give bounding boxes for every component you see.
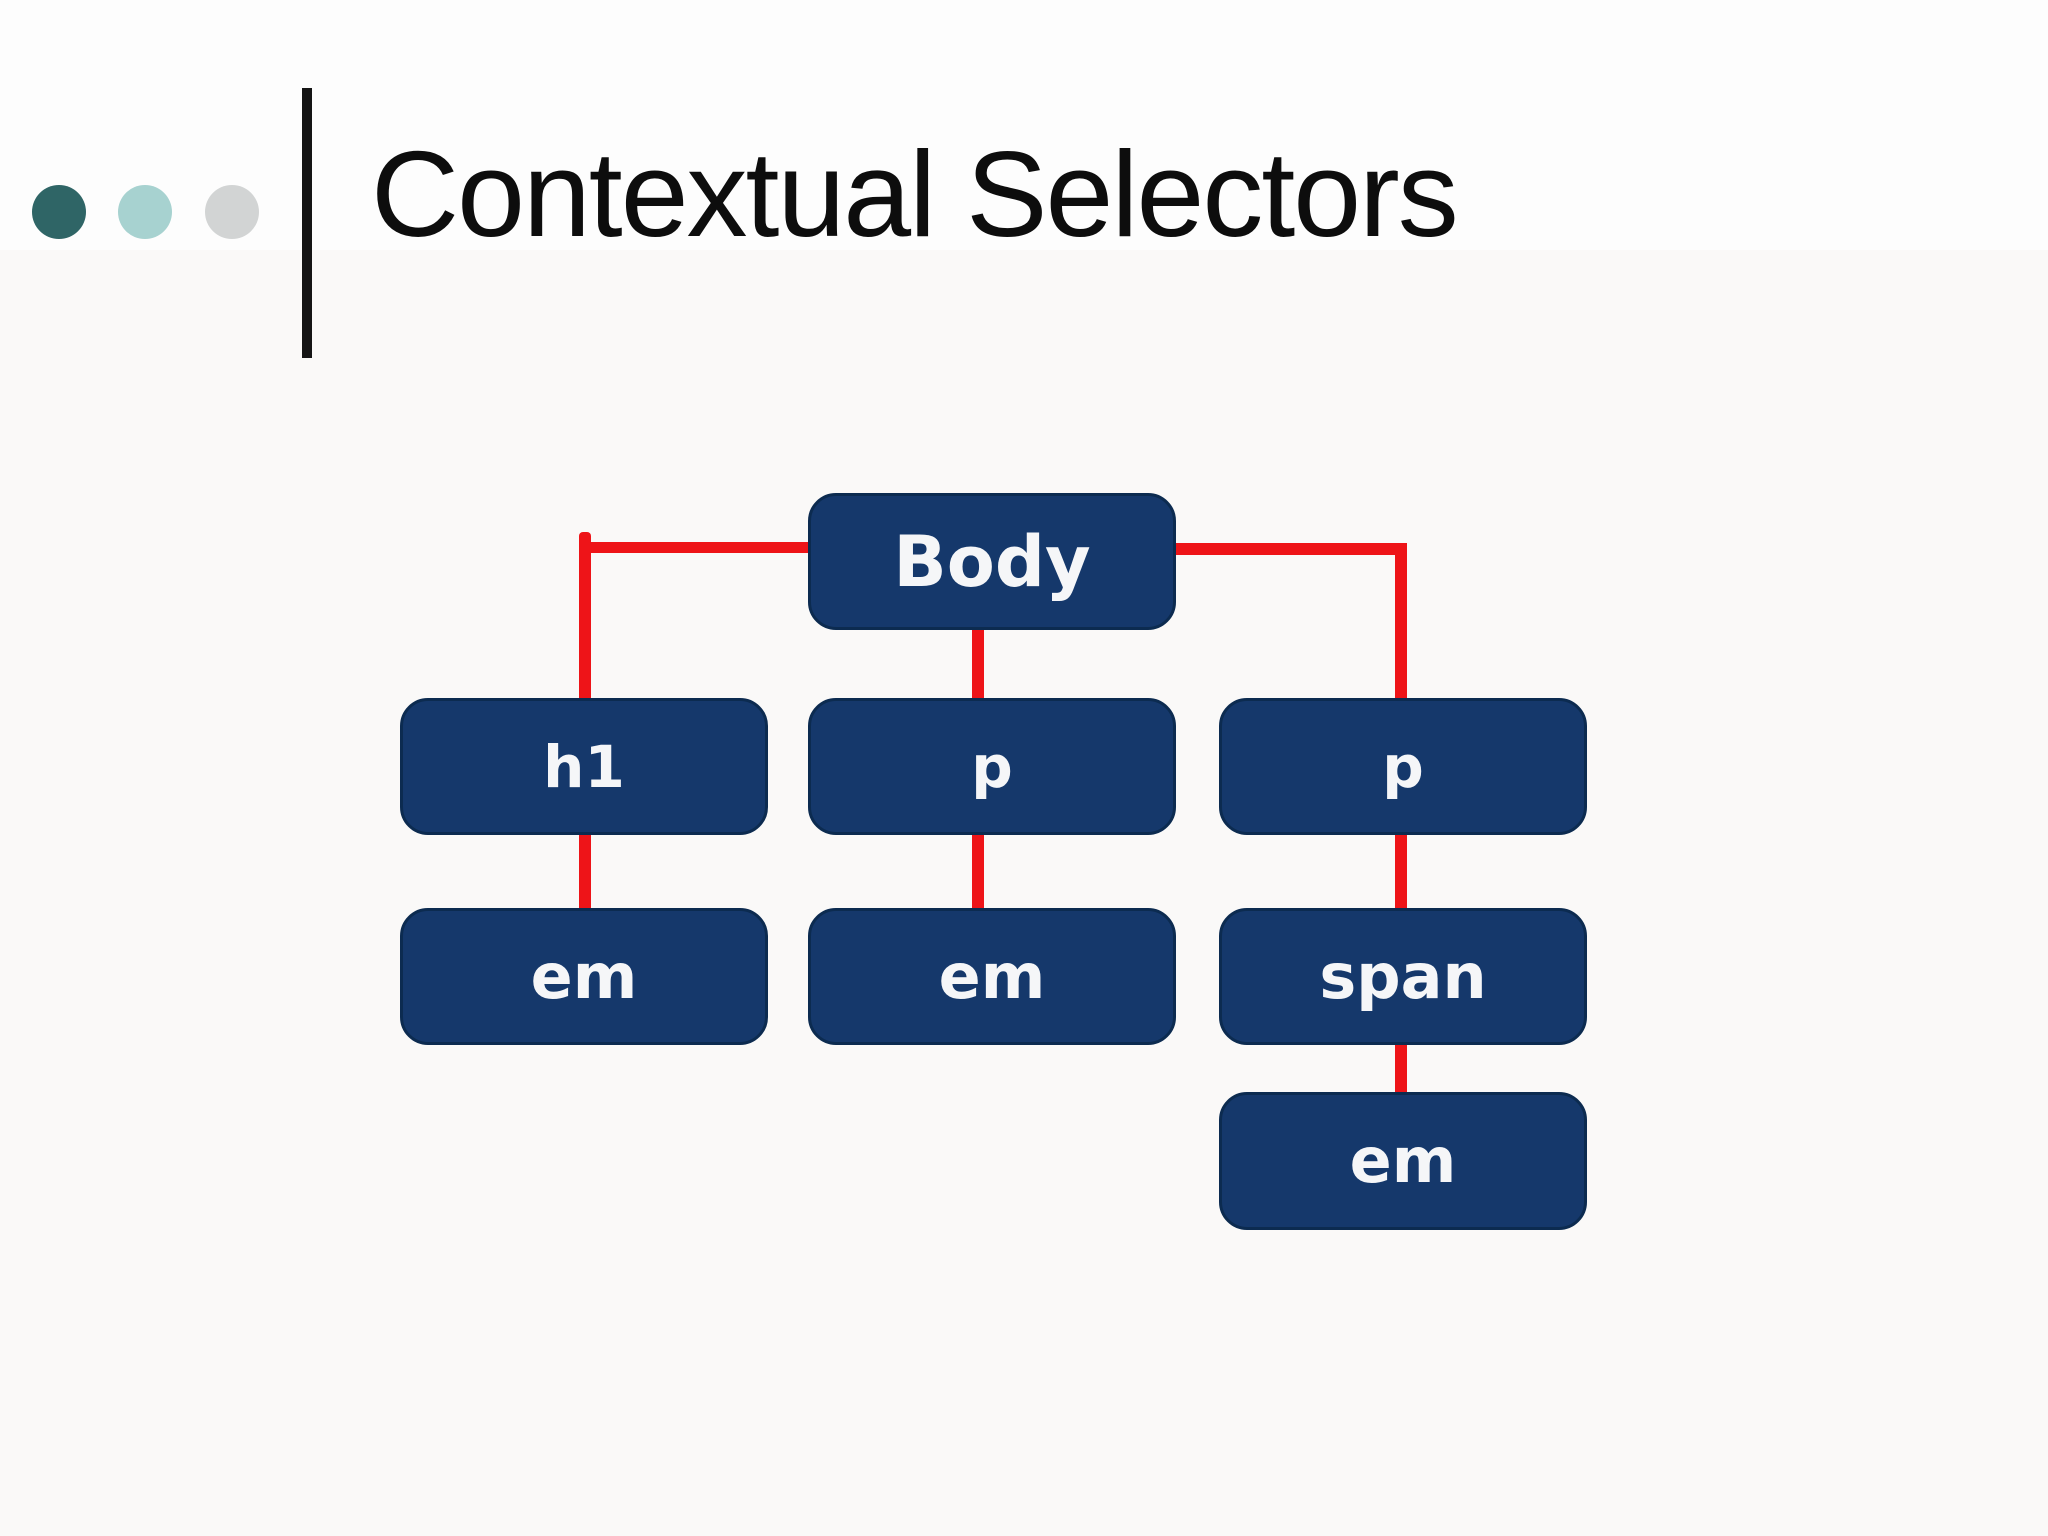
dark-teal-circle-icon <box>32 185 86 239</box>
page-title: Contextual Selectors <box>371 125 1459 262</box>
connector-body-p-right-vertical <box>1395 543 1407 698</box>
diagram-node-h1: h1 <box>400 698 768 835</box>
diagram-node-body: Body <box>808 493 1176 630</box>
diagram-node-span: span <box>1219 908 1587 1045</box>
connector-span-em <box>1395 1043 1407 1094</box>
node-label: em <box>938 939 1046 1013</box>
node-label: p <box>1382 732 1424 801</box>
title-divider-line <box>302 88 312 358</box>
diagram-node-em-under-span: em <box>1219 1092 1587 1230</box>
connector-body-p-right-horizontal <box>1174 543 1407 555</box>
connector-h1-em <box>579 833 591 910</box>
connector-body-h1-vertical <box>579 532 591 698</box>
connector-p-span <box>1395 833 1407 910</box>
connector-body-h1-horizontal <box>579 542 811 553</box>
node-label: em <box>530 939 638 1013</box>
node-label: h1 <box>543 732 625 801</box>
node-label: em <box>1349 1124 1457 1197</box>
connector-p-em <box>972 833 984 910</box>
light-teal-circle-icon <box>118 185 172 239</box>
diagram-node-em-under-p: em <box>808 908 1176 1045</box>
diagram-node-p-middle: p <box>808 698 1176 835</box>
connector-body-p-middle <box>972 630 984 698</box>
diagram-node-em-under-h1: em <box>400 908 768 1045</box>
diagram-node-p-right: p <box>1219 698 1587 835</box>
node-label: p <box>971 732 1013 801</box>
node-label: Body <box>893 520 1091 603</box>
slide-background-tint <box>0 250 2048 1536</box>
gray-circle-icon <box>205 185 259 239</box>
node-label: span <box>1319 939 1487 1013</box>
